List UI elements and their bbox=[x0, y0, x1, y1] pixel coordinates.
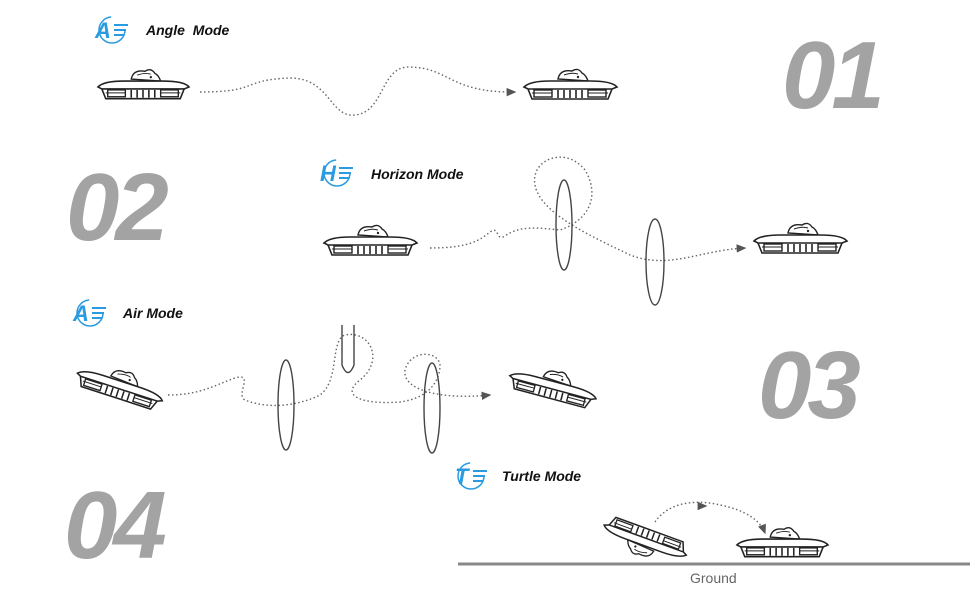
turtle-mode-drone-flipped bbox=[597, 513, 691, 572]
turtle-mode-icon: T bbox=[455, 462, 487, 490]
horizon-roll-loop bbox=[555, 179, 573, 271]
air-roll-loop bbox=[423, 362, 441, 454]
turtle-mode-flip-path bbox=[654, 501, 766, 535]
horizon-mode-drone-end bbox=[753, 222, 848, 254]
svg-text:A: A bbox=[94, 18, 111, 43]
svg-text:A: A bbox=[72, 301, 89, 326]
angle-mode-icon: A bbox=[94, 16, 128, 44]
mode-number-03: 03 bbox=[758, 332, 861, 439]
turtle-mode-drone-upright bbox=[736, 526, 829, 558]
air-roll-loop bbox=[277, 359, 295, 451]
ground-label: Ground bbox=[690, 570, 737, 586]
angle-mode-drone-start bbox=[97, 68, 190, 100]
horizon-mode-label: Horizon Mode bbox=[371, 166, 464, 182]
mode-number-02: 02 bbox=[66, 154, 169, 261]
mode-number-04: 04 bbox=[64, 472, 167, 579]
horizon-mode-icon: H bbox=[320, 159, 353, 187]
horizon-roll-loop bbox=[645, 218, 665, 306]
turtle-mode-label: Turtle Mode bbox=[502, 468, 582, 484]
mode-number-01: 01 bbox=[782, 22, 885, 129]
air-mode-label: Air Mode bbox=[123, 305, 183, 321]
svg-text:T: T bbox=[455, 464, 470, 489]
angle-mode-label: Angle Mode bbox=[146, 22, 230, 38]
air-mode-drone-end bbox=[505, 358, 602, 411]
air-mode-drone-start bbox=[73, 356, 169, 413]
svg-text:H: H bbox=[320, 161, 337, 186]
horizon-mode-flight-path bbox=[429, 156, 747, 262]
air-mode-flight-path bbox=[167, 333, 492, 407]
angle-mode-drone-end bbox=[523, 68, 618, 100]
horizon-mode-drone-start bbox=[323, 224, 418, 256]
air-mode-icon: A bbox=[72, 299, 106, 327]
angle-mode-flight-path bbox=[199, 66, 517, 116]
air-flip-loop bbox=[341, 325, 355, 374]
